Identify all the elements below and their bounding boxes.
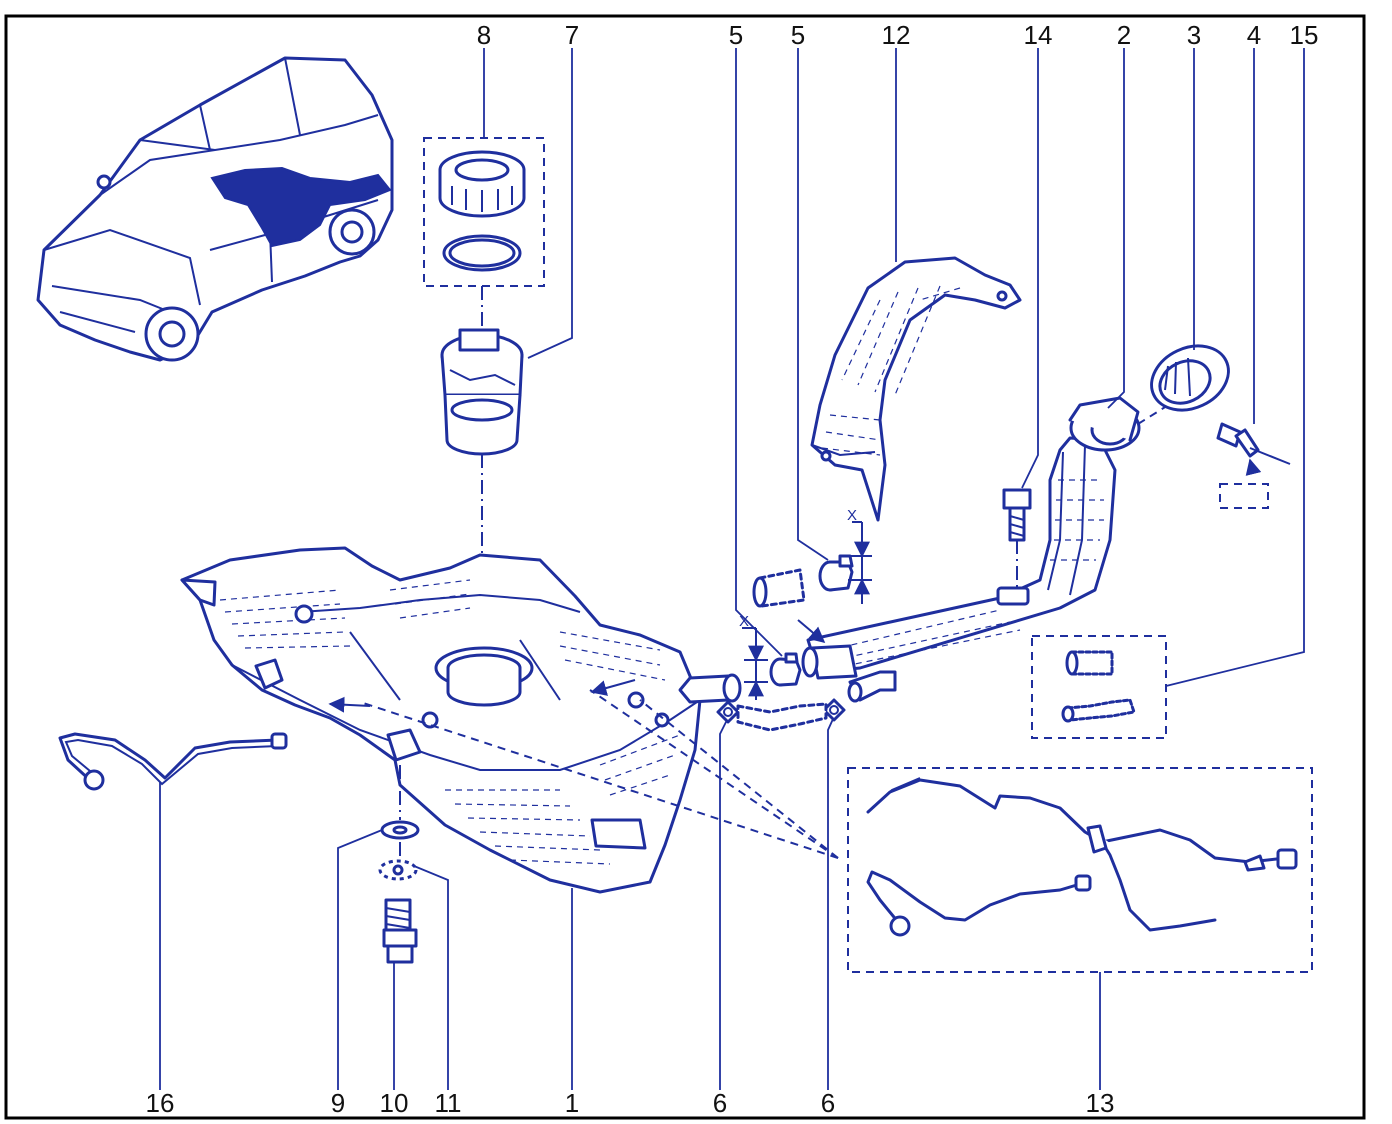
filler-cap-housing [1150,344,1230,412]
hose-kit [1031,635,1167,739]
callout-6-left: 6 [713,1088,727,1118]
callout-5-right: 5 [791,20,805,50]
callout-11: 11 [435,1088,462,1118]
callout-2: 2 [1117,20,1131,50]
hose-clip-lower [769,652,802,687]
neck-fixing-bolt [1002,488,1032,590]
fuel-tank [180,546,702,894]
dimension-x-lower: X [739,613,768,700]
dimension-label-x-upper: X [847,507,857,524]
callout-5-left: 5 [729,20,743,50]
tank-mount-fasteners [378,765,420,964]
callout-1: 1 [565,1088,579,1118]
hose-clip-upper [818,554,854,592]
callout-10: 10 [380,1088,409,1118]
callout-16: 16 [146,1088,175,1118]
vehicle-location-view [36,56,394,362]
fuel-tank-location-highlight [210,166,392,248]
dimension-x-upper: X [847,507,872,604]
callout-numbers: 8 7 5 5 12 14 2 3 4 15 16 9 10 11 1 6 6 … [146,20,1319,1118]
fuel-hose-segment-upper [752,568,806,608]
callout-9: 9 [331,1088,345,1118]
heat-shield [810,256,1022,522]
tank-filler-stub [678,673,742,704]
small-hose-clamps [716,698,846,732]
callout-15: 15 [1290,20,1319,50]
leader-lines [159,48,1305,1090]
fuel-pipe-kit [847,767,1313,973]
callout-4: 4 [1247,20,1261,50]
callout-12: 12 [882,20,911,50]
pump-lock-ring-and-seal [423,137,545,287]
callout-13: 13 [1086,1088,1115,1118]
callout-14: 14 [1024,20,1053,50]
dimension-label-x-lower: X [739,613,749,630]
fuel-pump-sender-unit [440,286,524,650]
push-rivet [1216,422,1291,509]
callout-3: 3 [1187,20,1201,50]
callout-6-right: 6 [821,1088,835,1118]
vent-pipe [58,732,288,791]
callout-8: 8 [477,20,491,50]
diagram-frame [4,14,1366,1120]
callout-7: 7 [565,20,579,50]
